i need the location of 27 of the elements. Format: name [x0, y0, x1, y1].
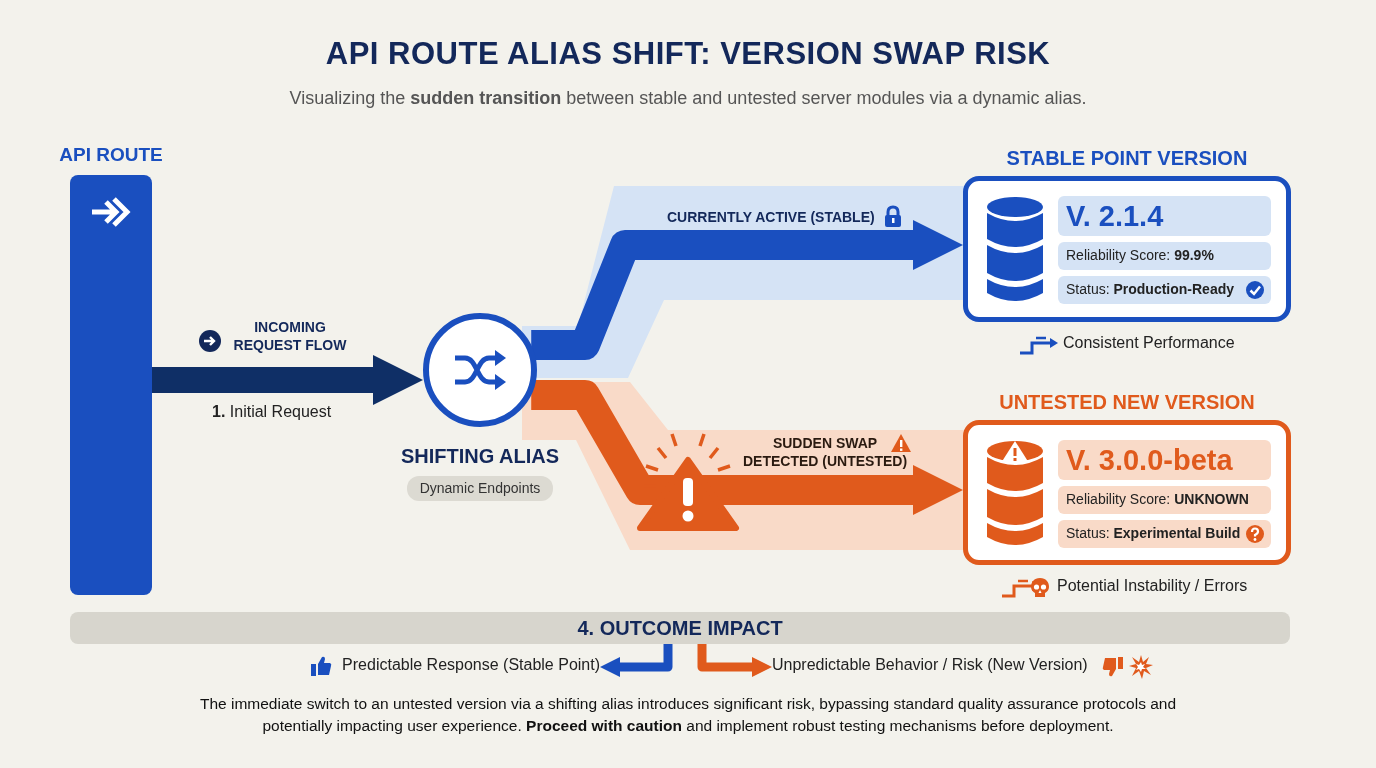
arrow: [152, 355, 423, 405]
version-label: V. 3.0.0-beta: [1058, 440, 1271, 480]
arrow: [531, 220, 963, 360]
arrow: [697, 644, 772, 677]
section-heading: 4. OUTCOME IMPACT: [576, 617, 784, 640]
section-heading: API ROUTE: [58, 144, 164, 166]
section-band: [70, 612, 1290, 644]
version-label: V. 2.1.4: [1058, 196, 1271, 236]
score-text: Reliability Score: UNKNOWN: [1066, 491, 1249, 507]
status-text: Status: Experimental Build: [1066, 525, 1241, 541]
summary-text: The immediate switch to an untested version via a shifting alias introduces significant risk, bypassing standard quality assurance protocols and potentially impacting user experience. Proceed with caution and implement robust testing mechanisms before deployment.: [198, 694, 1178, 736]
outcome-note: Consistent Performance: [1063, 334, 1235, 352]
section-heading: STABLE POINT VERSION: [1005, 147, 1249, 170]
tag-pill: Dynamic Endpoints: [407, 476, 553, 501]
edge-label: INCOMING REQUEST FLOW: [232, 318, 348, 354]
arrow: [600, 644, 673, 677]
arrow: [531, 380, 963, 515]
outcome-label: Predictable Response (Stable Point): [300, 656, 600, 678]
score-text: Reliability Score: 99.9%: [1066, 247, 1214, 263]
outcome-label: Unpredictable Behavior / Risk (New Version): [772, 656, 1102, 678]
outcome-note: Potential Instability / Errors: [1057, 577, 1248, 595]
subtitle: Visualizing the sudden transition between stable and untested server modules via a dynamic alias.: [288, 88, 1088, 109]
title: API ROUTE ALIAS SHIFT: VERSION SWAP RISK: [324, 36, 1052, 72]
status-text: Status: Production-Ready: [1066, 281, 1235, 297]
section-heading: UNTESTED NEW VERSION: [998, 391, 1256, 414]
step-label: 1. Initial Request: [212, 403, 332, 421]
section-heading: SHIFTING ALIAS: [399, 445, 561, 468]
